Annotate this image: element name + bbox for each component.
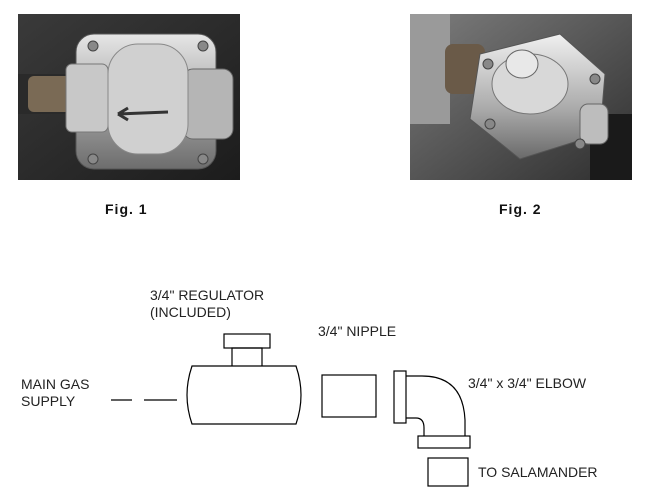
nipple-label: 3/4" NIPPLE [318,323,397,339]
regulator-body [186,365,302,425]
figure-1-photo [18,14,240,180]
figure-2-photo [410,14,632,180]
regulator-cap [223,333,271,349]
figure-1-caption: Fig. 1 [105,201,148,217]
nipple-shape [321,374,377,418]
gas-regulator-installed-image [410,14,632,180]
regulator-label: 3/4" REGULATOR [150,287,265,303]
salamander-fitting [427,457,469,487]
figure-2-caption: Fig. 2 [499,201,542,217]
elbow-bottom-flange [417,435,471,449]
regulator-neck [231,347,263,366]
elbow-flange [393,370,407,424]
elbow-label: 3/4" x 3/4" ELBOW [468,375,587,391]
gas-regulator-side-view-image [18,14,240,180]
main-gas-label: MAIN GAS [21,376,90,392]
regulator-included-label: (INCLUDED) [150,304,231,320]
supply-label: SUPPLY [21,393,76,409]
salamander-label: TO SALAMANDER [478,464,598,480]
elbow-shape [406,375,466,436]
